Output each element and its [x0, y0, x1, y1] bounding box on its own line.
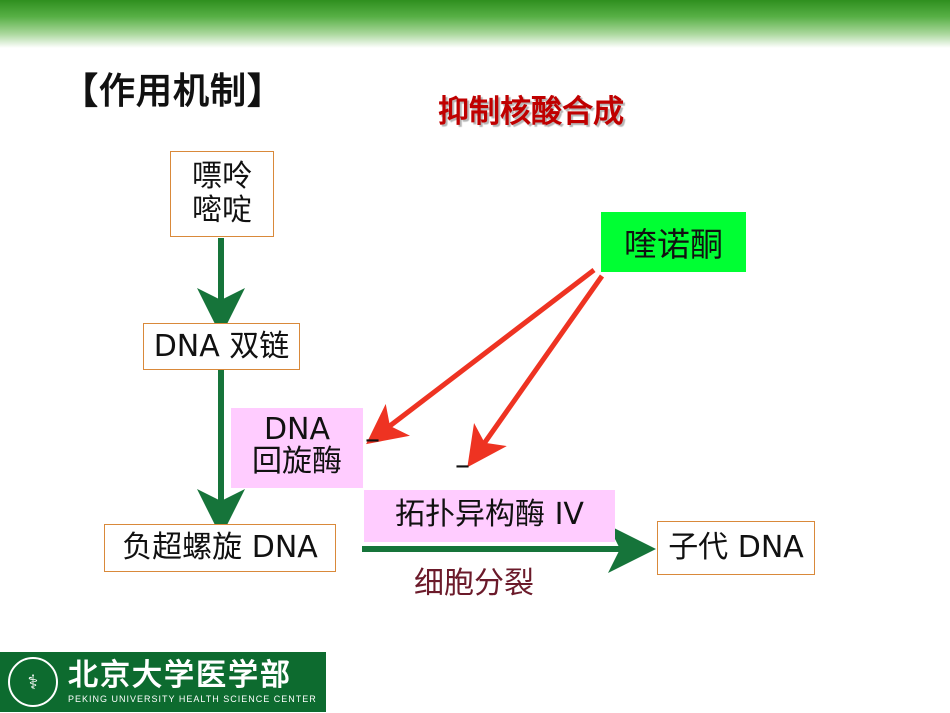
node-daughter-dna: 子代 DNA [657, 521, 815, 575]
daughter-label: 子代 DNA [668, 530, 804, 565]
logo-english: PEKING UNIVERSITY HEALTH SCIENCE CENTER [68, 694, 317, 704]
dsdna-label: DNA 双链 [153, 328, 290, 364]
node-dna-gyrase: DNA 回旋酶 [231, 408, 363, 488]
logo-name: 北京大学医学部 [68, 658, 292, 693]
supercoil-label: 负超螺旋 DNA [122, 530, 318, 565]
arrow-quinolone-to-topo [467, 274, 605, 468]
topo-label: 拓扑异构酶 IV [395, 497, 584, 532]
arrow-quinolone-to-gyrase [366, 268, 596, 445]
inhibit-mark-topo: – [455, 448, 470, 483]
gyrase-label-line1: DNA [263, 412, 331, 447]
top-banner [0, 0, 950, 48]
node-topoisomerase-iv: 拓扑异构酶 IV [364, 490, 615, 542]
university-seal-icon: ⚕ [8, 657, 58, 707]
node-dsdna: DNA 双链 [143, 323, 300, 370]
university-logo: ⚕ 北京大学医学部 PEKING UNIVERSITY HEALTH SCIEN… [0, 652, 326, 712]
subtitle: 抑制核酸合成 [438, 94, 624, 130]
node-supercoiled-dna: 负超螺旋 DNA [104, 524, 336, 572]
purine-label: 嘌呤 [192, 159, 252, 194]
cell-division-label: 细胞分裂 [414, 566, 534, 601]
page-title: 【作用机制】 [62, 71, 285, 112]
pyrimidine-label: 嘧啶 [192, 193, 252, 228]
quinolone-label: 喹诺酮 [624, 225, 723, 264]
node-purine-pyrimidine: 嘌呤 嘧啶 [170, 151, 274, 237]
inhibit-mark-gyrase: – [365, 422, 380, 457]
node-quinolone: 喹诺酮 [601, 212, 746, 272]
gyrase-label-line2: 回旋酶 [252, 444, 342, 479]
